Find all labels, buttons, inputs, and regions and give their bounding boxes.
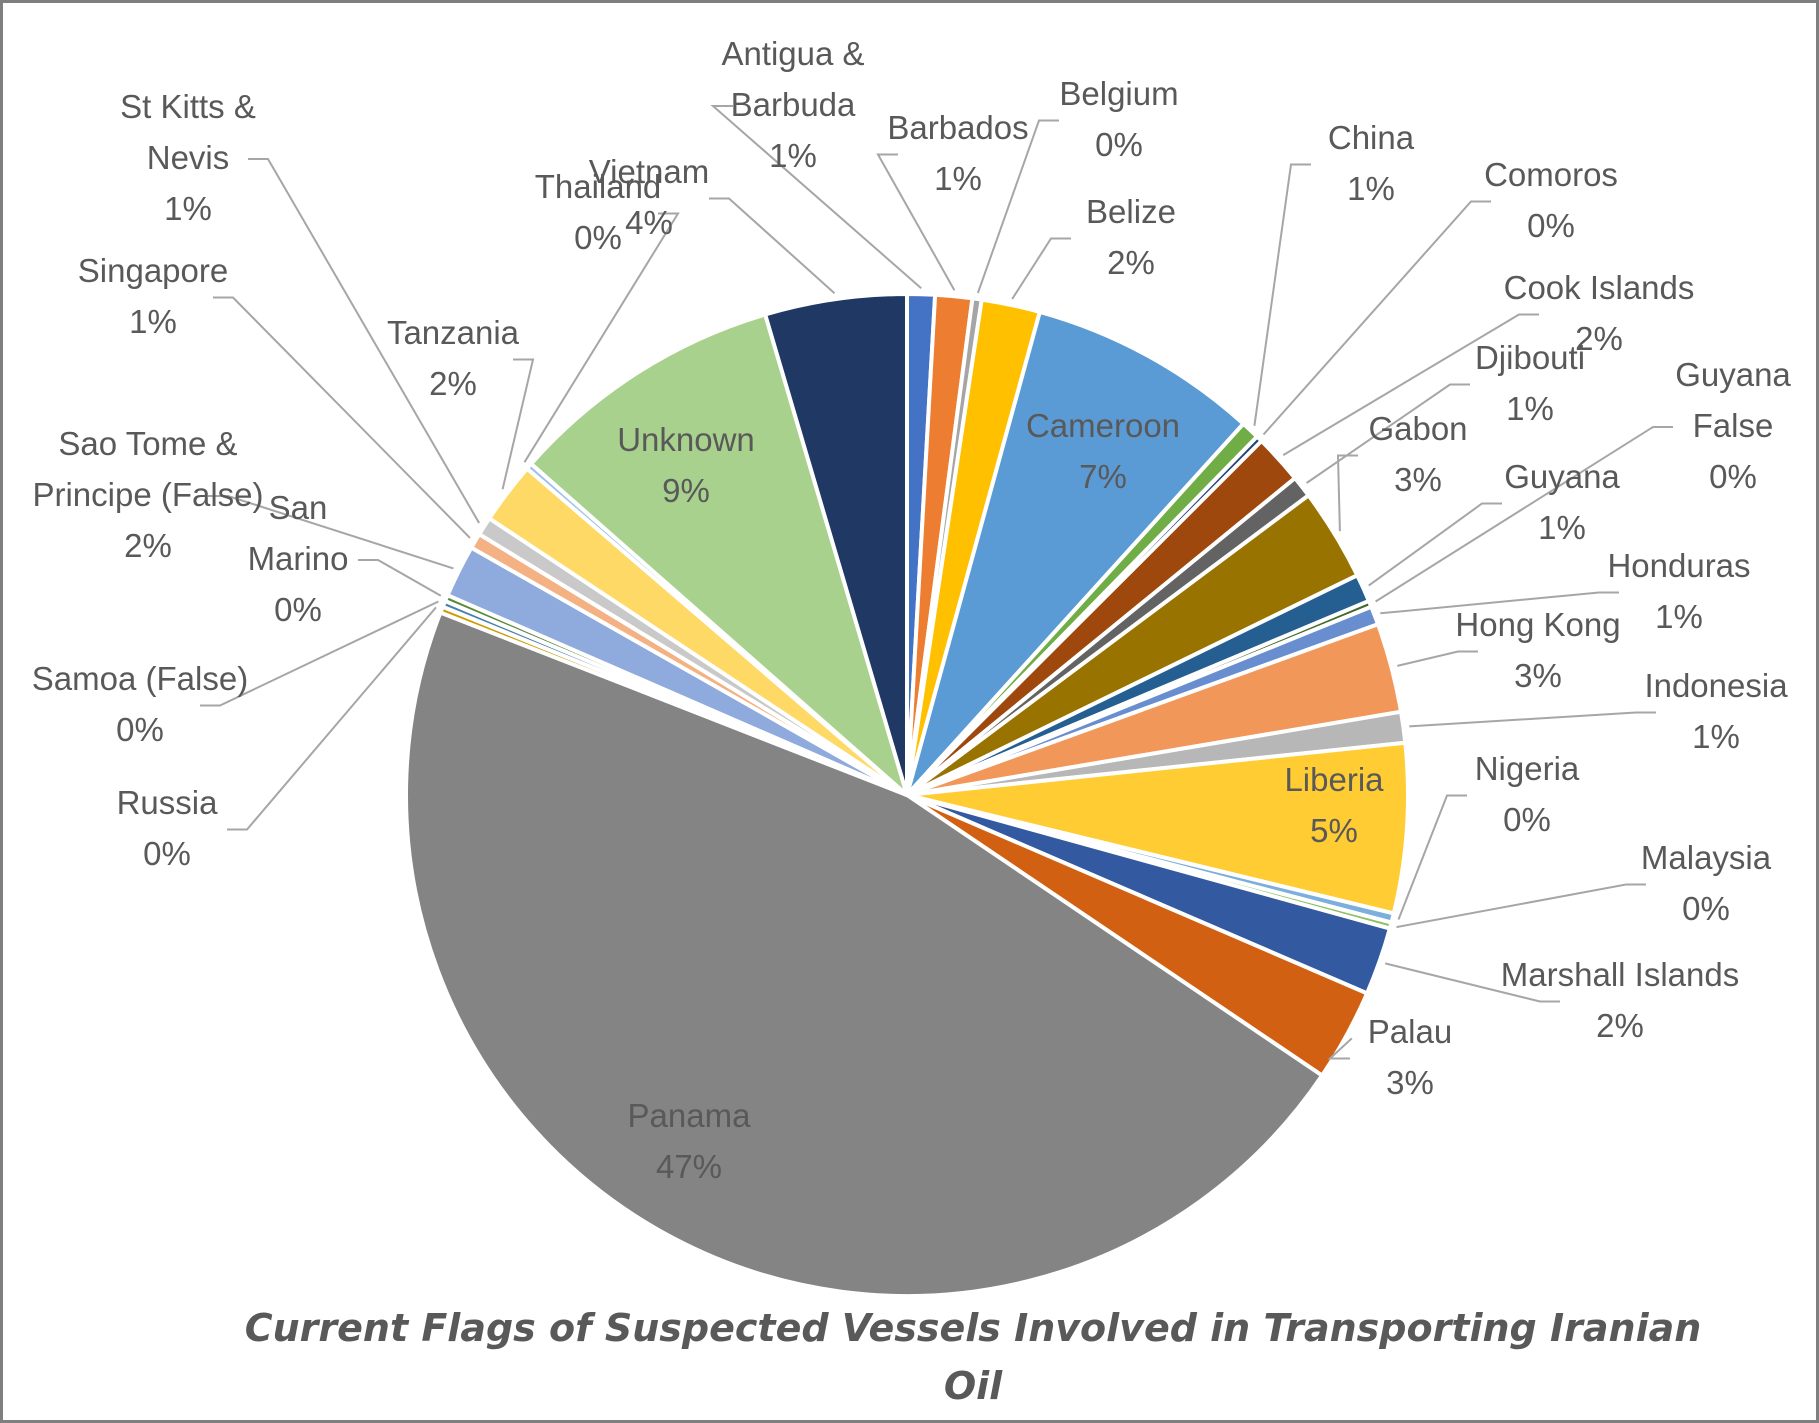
leader-line (1306, 383, 1470, 484)
leader-line (1409, 711, 1656, 728)
leader-line (1397, 794, 1467, 920)
slice-label: Samoa (False)0% (32, 660, 248, 748)
leader-line (200, 600, 439, 707)
leader-line (1282, 313, 1539, 456)
leader-line (709, 197, 836, 294)
leader-line (1262, 200, 1491, 436)
leader-line (710, 105, 922, 289)
pie-slice-liberia (905, 740, 1411, 916)
leader-line (1380, 591, 1619, 615)
leader-line (1011, 237, 1071, 300)
leader-lines (200, 105, 1673, 1060)
leader-line (523, 212, 680, 463)
leader-line (1336, 454, 1358, 532)
leader-line (358, 559, 442, 597)
leader-line (1396, 883, 1646, 929)
leader-line (876, 153, 956, 291)
leader-line (227, 606, 437, 831)
leader-line (501, 358, 535, 490)
chart-title: Current Flags of Suspected Vessels Invol… (245, 1306, 1702, 1408)
pie-slices (404, 292, 1411, 1298)
leader-line (1384, 962, 1560, 1003)
leader-line (248, 158, 480, 524)
leader-line (976, 119, 1059, 294)
pie-slice-unknown (529, 312, 909, 797)
slice-label: Sao Tome &Principe (False)2% (32, 425, 263, 564)
leader-line (1375, 426, 1673, 603)
leader-line (213, 296, 471, 539)
pie-slice-vietnam (763, 292, 909, 797)
leader-line (208, 495, 454, 570)
leader-line (1397, 650, 1478, 667)
pie-slice-cameroon (905, 309, 1246, 797)
leader-line (1253, 163, 1311, 426)
pie-slice-panama (404, 610, 1325, 1298)
leader-line (1327, 1037, 1353, 1060)
leader-line (1368, 502, 1502, 587)
